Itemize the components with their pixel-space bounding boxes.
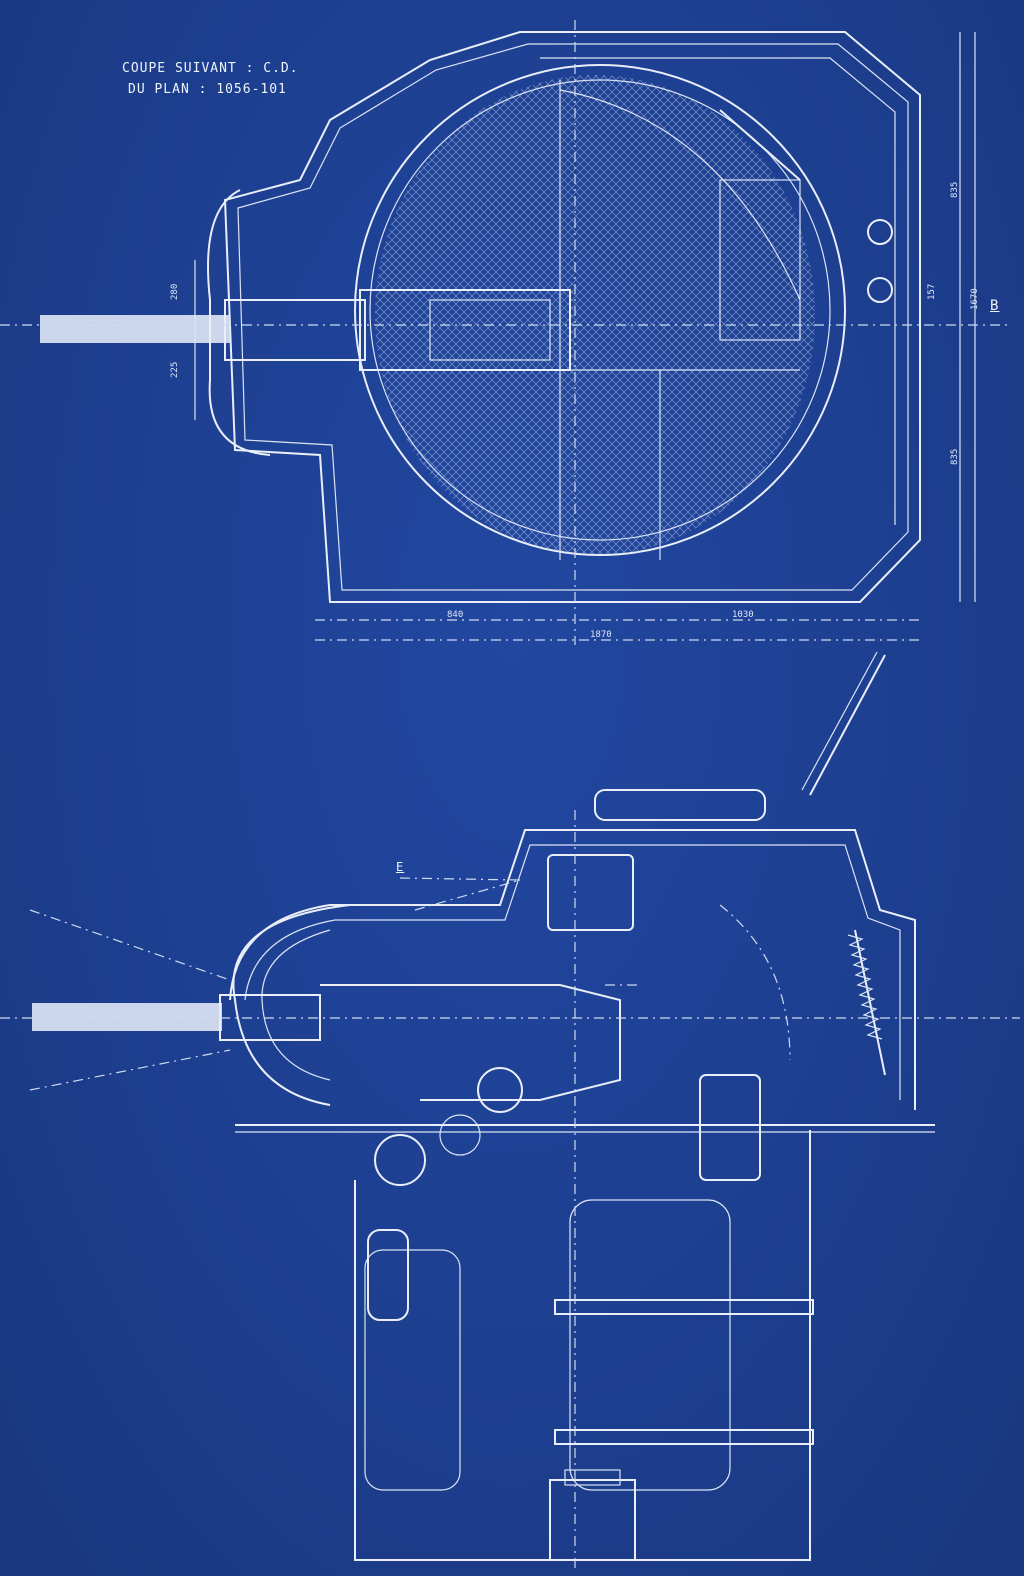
turret-side-view: [0, 651, 1020, 1570]
traverse-handwheel: [374, 1134, 426, 1186]
turret-plan-view: [0, 20, 1010, 645]
mantlet-side: [232, 904, 351, 1106]
dim-left-upper: 280: [170, 283, 180, 300]
dim-bottom-right: 1030: [732, 610, 754, 620]
traverse-motor: [367, 1229, 409, 1321]
drawing-title-line-2: DU PLAN : 1056-101: [128, 82, 287, 97]
basket-frame: [354, 1130, 811, 1561]
dim-right-mid2: 1670: [970, 288, 980, 310]
dim-bottom-left: 840: [447, 610, 464, 620]
central-pivot: [549, 1479, 636, 1561]
section-mark-e: E: [396, 860, 405, 874]
elevation-handwheel: [477, 1067, 523, 1113]
turret-ring: [354, 64, 846, 556]
gun-barrel-side: [32, 1003, 222, 1031]
dim-right-top: 835: [950, 181, 960, 198]
gunner-seat: [699, 1074, 761, 1181]
recuperator-spring: [854, 929, 886, 1076]
basket-floor-upper: [554, 1299, 814, 1315]
basket-panel: [569, 1199, 731, 1491]
turret-body-outline: [229, 829, 916, 1110]
drawing-title-line-1: COUPE SUIVANT : C.D.: [122, 61, 299, 76]
cupola-tube: [594, 789, 766, 821]
periscope-plan-1: [867, 219, 893, 245]
dim-left-lower: 225: [170, 361, 180, 378]
hatched-basket: [375, 75, 815, 555]
dim-bottom-total: 1870: [590, 630, 612, 640]
section-mark-b: B: [990, 298, 1000, 314]
periscope-side: [547, 854, 634, 931]
dim-right-mid: 157: [927, 283, 937, 300]
mantlet-plan: [207, 189, 271, 456]
antenna: [809, 654, 886, 796]
hull-outline: [223, 31, 921, 603]
gun-barrel-plan: [40, 315, 230, 343]
dim-right-bottom: 835: [950, 448, 960, 465]
basket-floor-lower: [554, 1429, 814, 1445]
periscope-plan-2: [867, 277, 893, 303]
